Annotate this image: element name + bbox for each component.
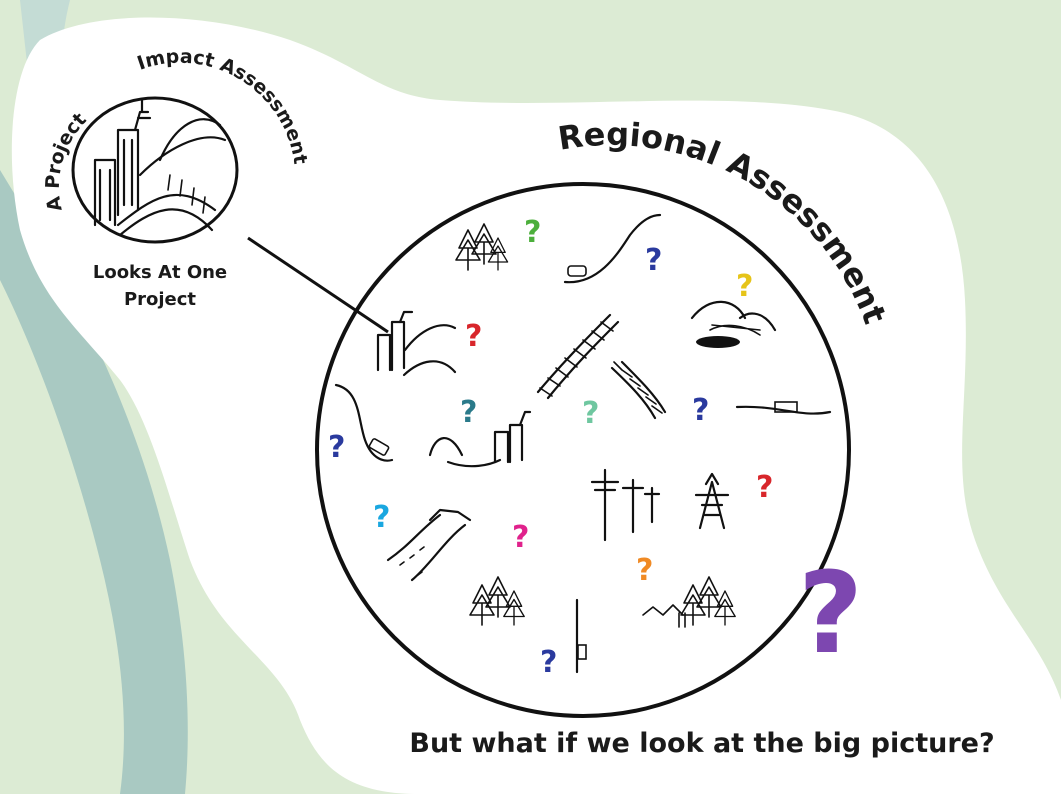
project-caption-line1: Looks At One (93, 262, 227, 283)
question-mark-icon: ? (692, 393, 709, 428)
question-mark-icon: ? (540, 645, 557, 680)
question-mark-icon: ? (582, 396, 599, 431)
question-mark-icon: ? (373, 500, 390, 535)
question-mark-icon: ? (736, 269, 753, 304)
transmission-tower-icon (694, 472, 730, 530)
question-mark-icon: ? (645, 243, 662, 278)
regional-circle (315, 182, 851, 718)
big-question-mark-icon: ? (798, 549, 863, 679)
white-bubble (11, 17, 1061, 794)
road-with-car-icon (563, 213, 662, 284)
burned-forest-icon (642, 576, 736, 628)
railway-track-icon (536, 313, 620, 400)
project-circle (71, 96, 239, 244)
bottom-caption: But what if we look at the big picture? (409, 728, 994, 759)
factory-hills-icon (428, 410, 532, 468)
question-mark-icon: ? (524, 215, 541, 250)
project-small-icon (376, 310, 457, 377)
question-mark-icon: ? (756, 470, 773, 505)
question-mark-icon: ? (328, 430, 345, 465)
river-valley-icon (386, 508, 472, 582)
project-sketch-icon (93, 98, 227, 237)
railway-track-small-icon (610, 360, 667, 420)
project-caption-line2: Project (124, 289, 196, 310)
pole-small-icon (575, 598, 587, 674)
winding-road-icon (334, 383, 394, 462)
mine-pit-icon (690, 300, 777, 348)
power-poles-icon (590, 468, 661, 542)
river (0, 170, 188, 794)
question-mark-icon: ? (512, 520, 529, 555)
question-mark-icon: ? (460, 395, 477, 430)
question-mark-icon: ? (465, 319, 482, 354)
road-truck-icon (735, 401, 832, 415)
connector-line (247, 236, 389, 334)
question-mark-icon: ? (636, 553, 653, 588)
